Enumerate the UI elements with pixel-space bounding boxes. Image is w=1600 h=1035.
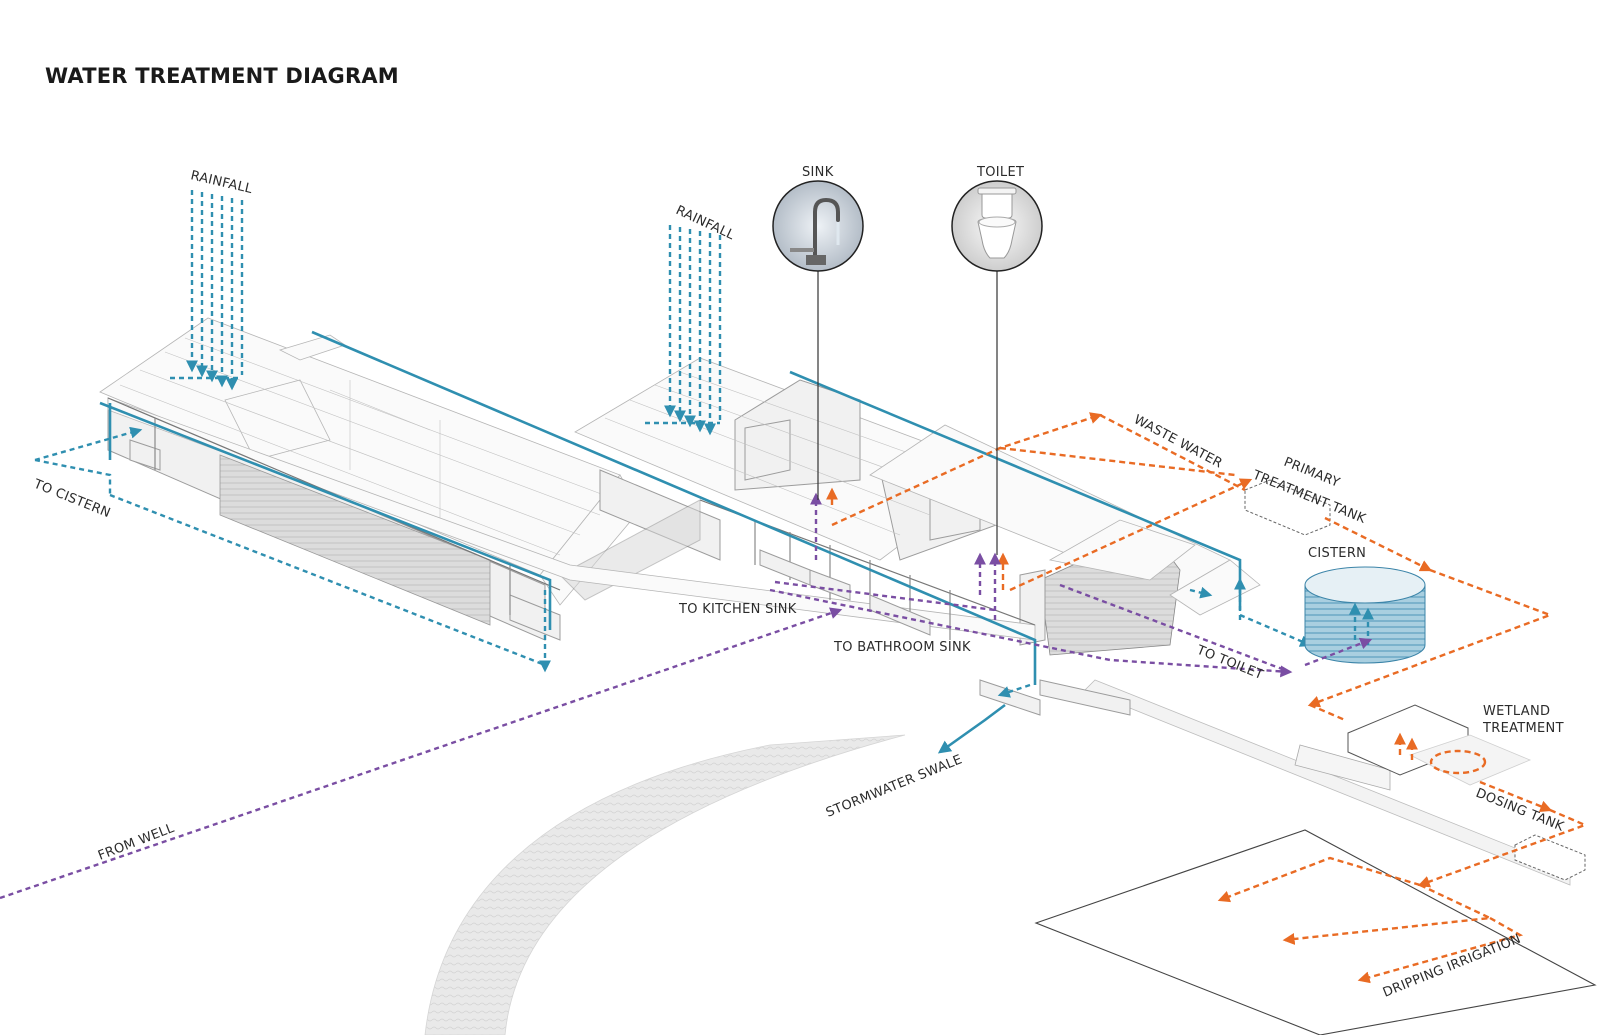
label-to-bathroom-sink: TO BATHROOM SINK: [833, 640, 971, 655]
flow-to-cistern-left: [34, 426, 551, 673]
waste-water-flow: [826, 412, 1589, 984]
faucet-icon: [790, 197, 840, 265]
cistern-tank: [1304, 566, 1426, 664]
walkway: [1084, 679, 1571, 886]
primary-treatment-tank: [1244, 479, 1331, 536]
label-cistern: CISTERN: [1308, 546, 1366, 561]
sink-inset: [772, 180, 864, 272]
wetland-treatment: [1347, 704, 1532, 786]
label-to-kitchen-sink: TO KITCHEN SINK: [678, 602, 797, 617]
label-stormwater-swale: STORMWATER SWALE: [824, 752, 965, 820]
label-to-cistern: TO CISTERN: [31, 476, 113, 521]
flow-to-cistern-right: [937, 577, 1313, 754]
dosing-tank: [1514, 834, 1586, 881]
label-rainfall-left: RAINFALL: [189, 168, 254, 197]
label-toilet: TOILET: [976, 165, 1024, 180]
label-rainfall-middle: RAINFALL: [673, 203, 737, 243]
well-water-flow: [0, 492, 1373, 900]
label-waste-water: WASTE WATER: [1131, 412, 1225, 471]
left-building: [99, 317, 641, 641]
diagram-title: WATER TREATMENT DIAGRAM: [45, 64, 399, 88]
rainfall-arrows-middle: [645, 225, 722, 436]
label-wetland-treatment: TREATMENT: [1482, 721, 1564, 736]
irrigation-field: [1034, 829, 1597, 1035]
label-sink: SINK: [802, 165, 834, 180]
label-wetland: WETLAND: [1483, 704, 1550, 719]
toilet-inset: [951, 180, 1043, 272]
rain-gutters: [99, 330, 1242, 685]
toilet-icon: [977, 187, 1017, 259]
porch-canopy: [107, 397, 1131, 716]
rainfall-arrows-left: [170, 190, 244, 391]
stormwater-swale: [424, 734, 906, 1035]
